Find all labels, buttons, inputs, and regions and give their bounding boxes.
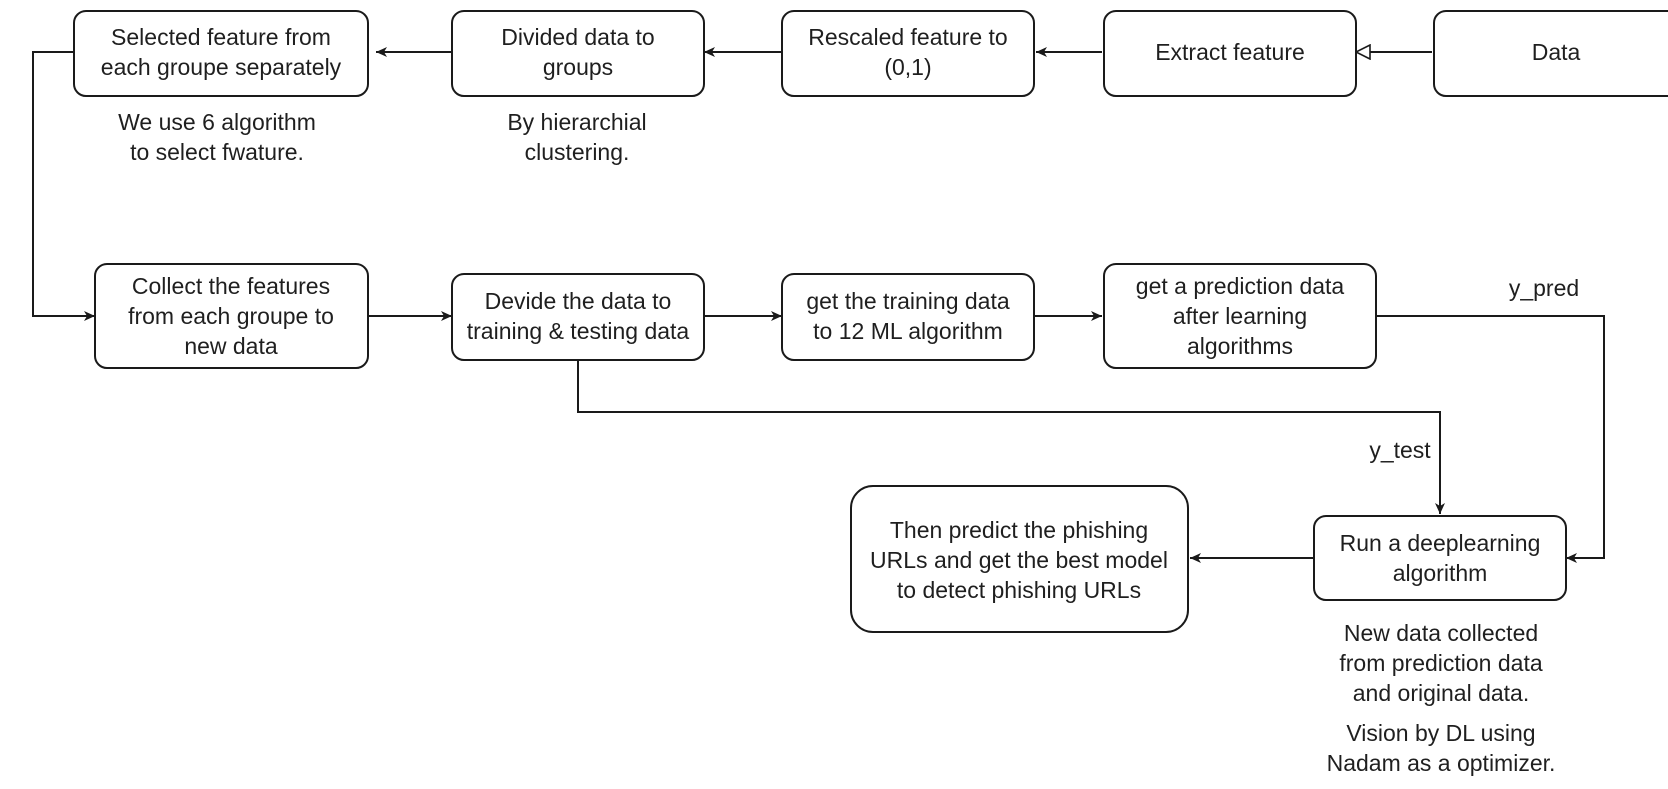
node-divided-data-label: Divided data to groups — [501, 24, 654, 80]
node-run-deeplearning-label-line-1: Run a deeplearning — [1340, 530, 1541, 556]
caption-vision-by-dl-line-1: Vision by DL using — [1346, 720, 1535, 746]
node-selected-feature: Selected feature from each groupe separat… — [73, 10, 369, 97]
node-divided-data: Divided data to groups — [451, 10, 705, 97]
edges — [32, 51, 1605, 563]
node-selected-feature-label-line-1: Selected feature from — [111, 24, 331, 50]
node-get-training-data-label: get the training data to 12 ML algorithm — [806, 288, 1010, 344]
node-collect-features-label: Collect the features from each groupe to n… — [128, 273, 334, 359]
node-predict-phishing-label-line-3: to detect phishing URLs — [897, 577, 1141, 603]
node-selected-feature-label: Selected feature from each groupe separat… — [101, 24, 342, 80]
edge-prediction-to-deeplearning — [1376, 315, 1605, 563]
node-predict-phishing-label-line-2: URLs and get the best model — [870, 547, 1168, 573]
node-get-prediction-data-label-line-3: algorithms — [1187, 333, 1293, 359]
node-collect-features: Collect the features from each groupe to n… — [94, 263, 369, 369]
node-data: Data — [1433, 10, 1668, 97]
node-extract-feature: Extract feature — [1103, 10, 1357, 97]
node-extract-feature-label-line-1: Extract feature — [1155, 39, 1305, 65]
caption-six-algorithm-line-2: to select fwature. — [130, 139, 304, 165]
node-selected-feature-label-line-2: each groupe separately — [101, 54, 342, 80]
caption-new-data-collected-line-1: New data collected — [1344, 620, 1538, 646]
node-extract-feature-label: Extract feature — [1155, 39, 1305, 65]
node-get-prediction-data-label: get a prediction data after learning algor… — [1136, 273, 1345, 359]
caption-hierarchial-clustering-line-2: clustering. — [525, 139, 630, 165]
caption-hierarchial-clustering-line-1: By hierarchial — [507, 109, 646, 135]
node-get-prediction-data-label-line-1: get a prediction data — [1136, 273, 1345, 299]
node-get-training-data-label-line-1: get the training data — [806, 288, 1010, 314]
node-devide-data-label-line-1: Devide the data to — [485, 288, 672, 314]
node-get-training-data-label-line-2: to 12 ML algorithm — [813, 318, 1003, 344]
node-collect-features-label-line-1: Collect the features — [132, 273, 330, 299]
caption-six-algorithm-line-1: We use 6 algorithm — [118, 109, 316, 135]
caption-hierarchial-clustering: By hierarchial clustering. — [507, 109, 646, 165]
node-collect-features-label-line-2: from each groupe to — [128, 303, 334, 329]
node-get-prediction-data: get a prediction data after learning algor… — [1103, 263, 1377, 369]
caption-new-data-collected-line-3: and original data. — [1353, 680, 1529, 706]
node-devide-data-label: Devide the data to training & testing dat… — [467, 288, 690, 344]
node-devide-data: Devide the data to training & testing dat… — [451, 273, 705, 361]
node-rescaled-feature-label-line-1: Rescaled feature to — [808, 24, 1007, 50]
node-rescaled-feature-label-line-2: (0,1) — [884, 54, 931, 80]
edge-label-y-pred: y_pred — [1509, 275, 1579, 301]
node-divided-data-label-line-2: groups — [543, 54, 613, 80]
node-get-training-data: get the training data to 12 ML algorithm — [781, 273, 1035, 361]
node-run-deeplearning-label-line-2: algorithm — [1393, 560, 1488, 586]
node-collect-features-label-line-3: new data — [184, 333, 278, 359]
caption-vision-by-dl-line-2: Nadam as a optimizer. — [1327, 750, 1556, 776]
caption-new-data-collected: New data collected from prediction data an… — [1339, 620, 1542, 706]
node-predict-phishing-label-line-1: Then predict the phishing — [890, 517, 1148, 543]
node-run-deeplearning: Run a deeplearning algorithm — [1313, 515, 1567, 601]
caption-new-data-collected-line-2: from prediction data — [1339, 650, 1542, 676]
edge-label-y-test: y_test — [1369, 437, 1431, 463]
node-get-prediction-data-label-line-2: after learning — [1173, 303, 1307, 329]
node-divided-data-label-line-1: Divided data to — [501, 24, 654, 50]
node-data-label: Data — [1532, 39, 1581, 65]
edge-selected-to-collect — [32, 51, 95, 321]
caption-six-algorithm: We use 6 algorithm to select fwature. — [118, 109, 316, 165]
node-run-deeplearning-label: Run a deeplearning algorithm — [1340, 530, 1541, 586]
node-data-label-line-1: Data — [1532, 39, 1581, 65]
node-rescaled-feature: Rescaled feature to (0,1) — [781, 10, 1035, 97]
edge-devide-to-deeplearning — [577, 360, 1445, 514]
node-devide-data-label-line-2: training & testing data — [467, 318, 690, 344]
node-rescaled-feature-label: Rescaled feature to (0,1) — [808, 24, 1007, 80]
